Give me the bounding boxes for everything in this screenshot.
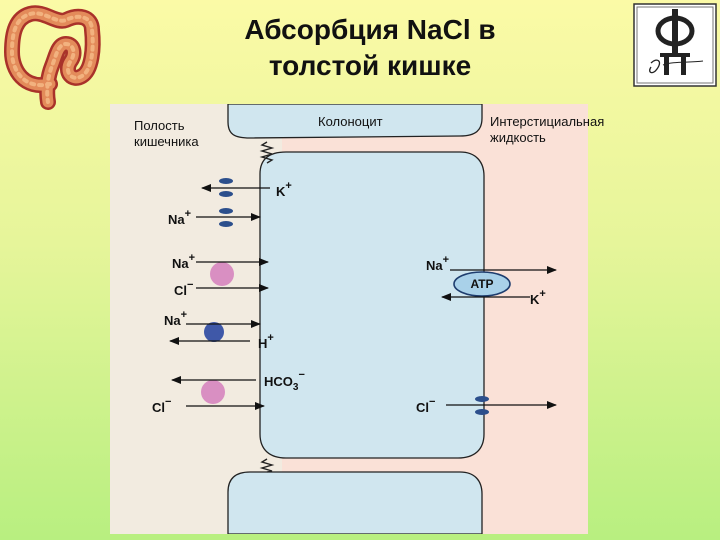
colonocyte-label: Колоноцит [318,114,383,129]
lumen-region [110,104,282,534]
slide-title: Абсорбция NaCl в толстой кишке [170,12,570,84]
ion-label-k-apical: K+ [276,180,292,199]
ion-label-na-2: Na+ [172,252,195,271]
title-line-2: толстой кишке [268,50,472,81]
colonocyte-transport-diagram: K+ Na+ Na+ Cl− Na+ H+ HCO3− Cl− ATP Na+ … [110,104,588,534]
tight-junction-upper [259,141,275,164]
department-logo [633,3,717,87]
title-line-1: Абсорбция NaCl в [244,14,496,45]
k-channel-bottom [219,191,233,197]
ion-label-na-basolateral: Na+ [426,254,449,273]
ion-label-hco3: HCO3− [264,369,305,393]
ion-label-cl-basolateral: Cl− [416,396,435,415]
na-k-atpase [453,271,511,297]
ion-label-h: H+ [258,332,274,351]
colon-illustration [4,5,101,110]
lumen-label: Полость кишечника [134,118,199,149]
cl-hco3-exchanger [201,380,225,404]
cl-channel-bottom [475,409,489,415]
na-cl-cotransporter [210,262,234,286]
ion-label-na-3: Na+ [164,309,187,328]
ion-label-cl-2: Cl− [152,396,171,415]
k-channel-top [219,178,233,184]
colonocyte-cell [259,151,485,459]
tight-junction-lower [259,458,275,473]
na-h-exchanger [204,322,224,342]
ion-label-na-channel: Na+ [168,208,191,227]
ion-label-cl-1: Cl− [174,279,193,298]
lower-neighbor-cell [227,471,483,534]
cl-channel-top [475,396,489,402]
ion-label-k-basolateral: K+ [530,288,546,307]
na-channel-bottom [219,221,233,227]
upper-neighbor-cell [227,104,483,139]
atp-label: ATP [470,277,493,291]
na-channel-top [219,208,233,214]
interstitial-label: Интерстициальная жидкость [490,114,605,145]
